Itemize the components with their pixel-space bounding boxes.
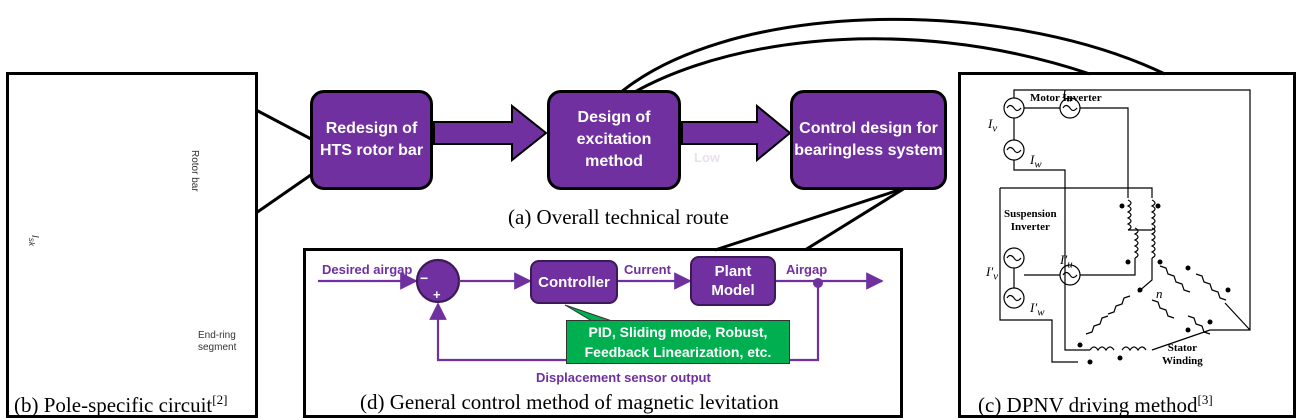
faint-text: Low bbox=[694, 150, 720, 165]
controller-methods-note: PID, Sliding mode, Robust,Feedback Linea… bbox=[566, 320, 790, 364]
panel-dpnv bbox=[958, 72, 1296, 418]
motor-inverter-label: Motor Inverter bbox=[1030, 92, 1102, 104]
controller-block: Controller bbox=[530, 260, 618, 304]
panel-control bbox=[303, 248, 903, 418]
route-arrow-2 bbox=[681, 103, 792, 163]
iu-prime-label: I′u bbox=[1060, 252, 1073, 271]
neutral-label: n bbox=[1156, 286, 1163, 301]
iu-label: Iu bbox=[1062, 86, 1072, 105]
iv-prime-label: I′v bbox=[986, 264, 998, 283]
current-label: Isk bbox=[27, 235, 40, 247]
caption-dpnv: (c) DPNV driving method[3] bbox=[978, 392, 1213, 417]
plus-sign: + bbox=[433, 287, 441, 302]
current-signal-label: Current bbox=[624, 262, 671, 277]
iv-label: Iv bbox=[988, 116, 998, 135]
rotor-bar-label: Rotor bar bbox=[189, 150, 200, 192]
iw-label: Iw bbox=[1030, 152, 1042, 171]
caption-route: (a) Overall technical route bbox=[508, 205, 729, 229]
caption-control: (d) General control method of magnetic l… bbox=[360, 390, 779, 414]
dpnv-dots bbox=[1077, 203, 1231, 365]
caption-pole-circuit: (b) Pole-specific circuit[2] bbox=[14, 392, 228, 417]
desired-airgap-label: Desired airgap bbox=[322, 262, 413, 277]
iw-prime-label: I′w bbox=[1030, 300, 1045, 319]
airgap-label: Airgap bbox=[786, 262, 828, 277]
minus-sign: − bbox=[420, 270, 429, 286]
dpnv-circuit bbox=[999, 89, 1251, 363]
route-arrow-1 bbox=[433, 103, 548, 163]
panel-pole-circuit bbox=[6, 72, 258, 418]
feedback-label: Displacement sensor output bbox=[536, 370, 711, 385]
